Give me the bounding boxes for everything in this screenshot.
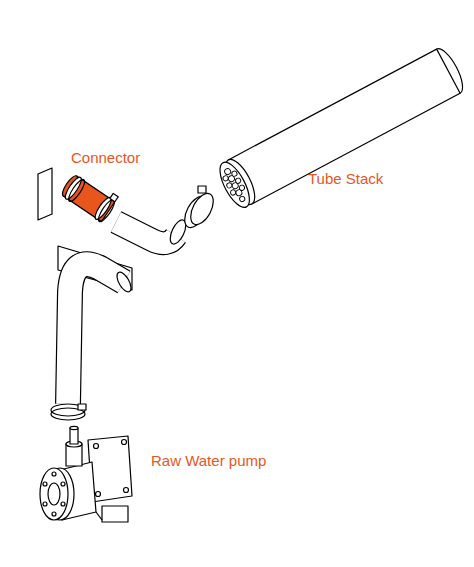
mounting-plate: [38, 168, 52, 220]
elbow: [116, 218, 189, 247]
tube-stack: [214, 45, 468, 212]
part-label: Tube Stack: [308, 170, 383, 188]
j-pipe: [68, 264, 134, 404]
hose-clamp: [51, 404, 86, 420]
raw-water-pump: [40, 426, 132, 522]
part-label: Raw Water pump: [151, 452, 266, 470]
connector-hose: [59, 169, 119, 224]
hose-clamp: [180, 186, 218, 231]
part-label: Connector: [71, 149, 140, 167]
